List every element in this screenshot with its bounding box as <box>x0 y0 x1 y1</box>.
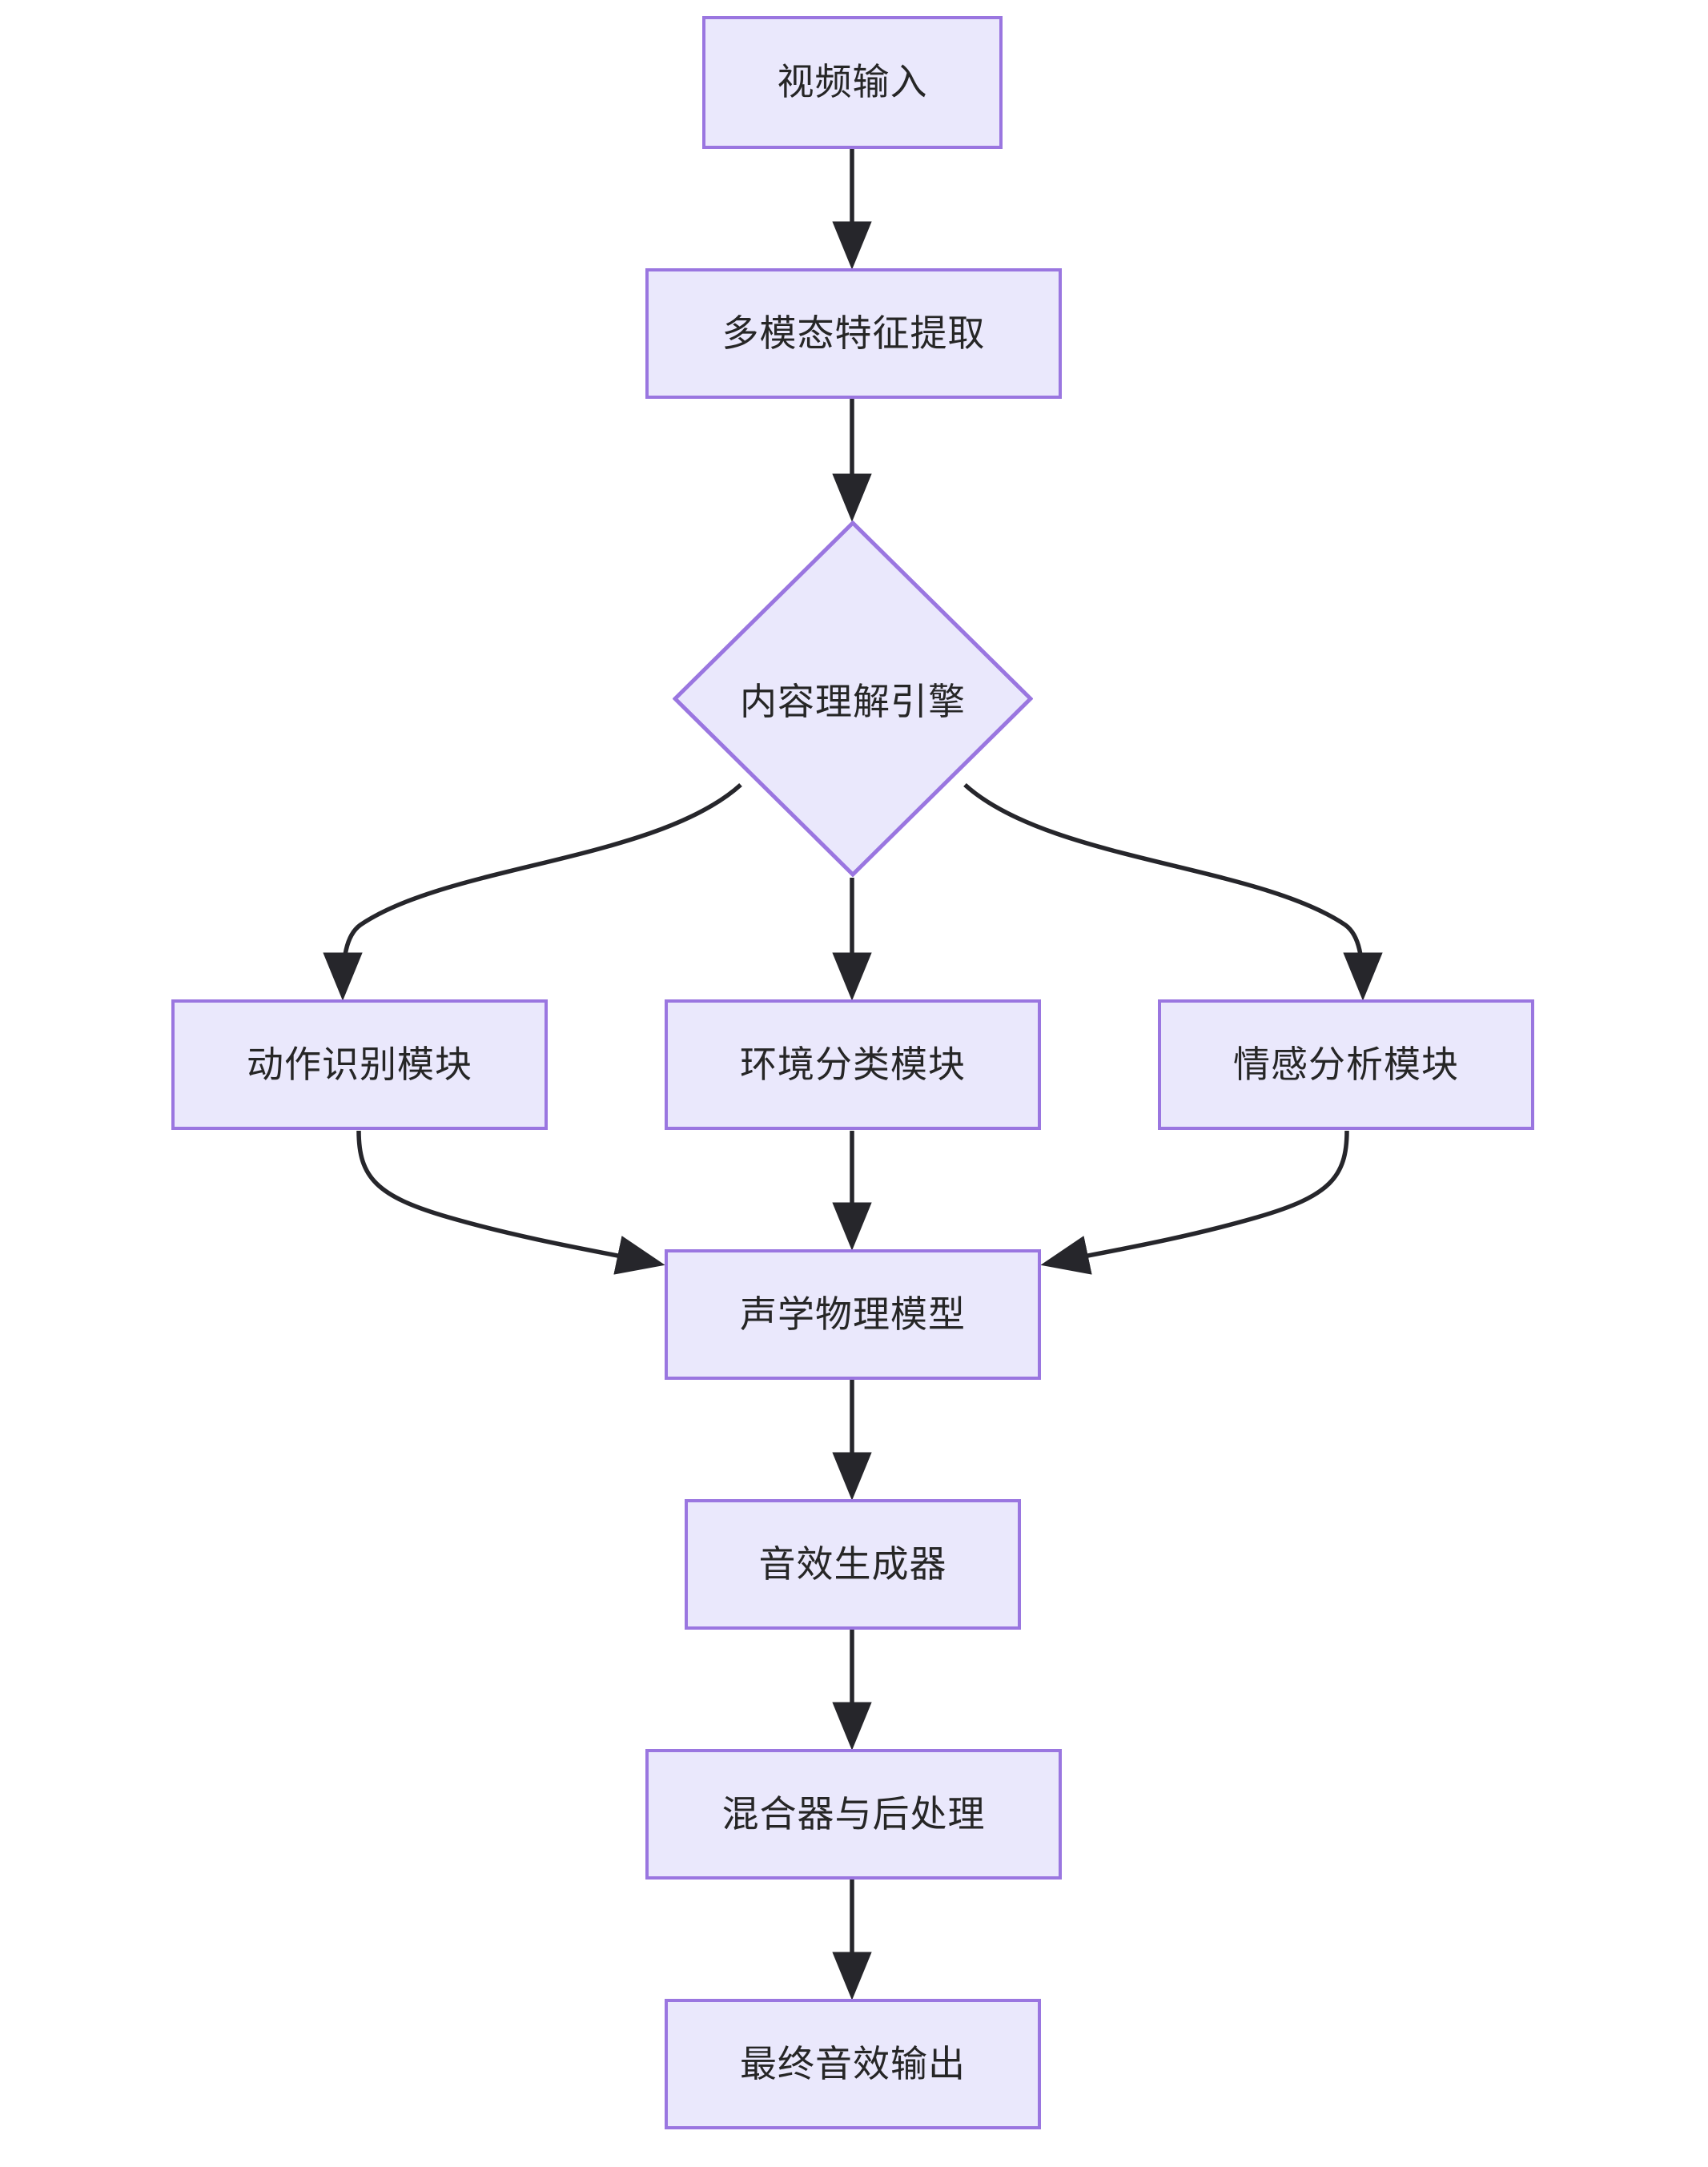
node-label: 视频输入 <box>777 61 928 103</box>
edge-action-module-to-acoustic-model <box>356 1130 665 1275</box>
node-content-engine[interactable]: 内容理解引擎 <box>673 521 1033 877</box>
node-label: 多模态特征提取 <box>721 312 986 354</box>
node-sfx-generator[interactable]: 音效生成器 <box>685 1499 1021 1630</box>
node-action-module[interactable]: 动作识别模块 <box>171 999 548 1130</box>
node-label: 环境分类模块 <box>740 1043 966 1085</box>
node-label: 声学物理模型 <box>740 1293 966 1335</box>
node-label: 音效生成器 <box>758 1542 947 1585</box>
node-label: 情感分析模块 <box>1233 1043 1459 1085</box>
node-feature-extract[interactable]: 多模态特征提取 <box>645 268 1062 399</box>
diamond-shape-icon <box>673 521 1033 877</box>
edge-content-engine-to-action-module <box>323 782 742 1001</box>
node-video-input[interactable]: 视频输入 <box>702 16 1003 149</box>
node-acoustic-model[interactable]: 声学物理模型 <box>665 1249 1041 1380</box>
node-final-output[interactable]: 最终音效输出 <box>665 1999 1041 2129</box>
node-label: 最终音效输出 <box>740 2042 966 2085</box>
node-label: 动作识别模块 <box>247 1043 472 1085</box>
node-scene-module[interactable]: 环境分类模块 <box>665 999 1041 1130</box>
node-label: 内容理解引擎 <box>740 680 966 722</box>
node-mixer-post[interactable]: 混合器与后处理 <box>645 1749 1062 1880</box>
edge-content-engine-to-emotion-module <box>963 782 1383 1001</box>
node-label: 混合器与后处理 <box>721 1792 986 1835</box>
node-emotion-module[interactable]: 情感分析模块 <box>1158 999 1534 1130</box>
edge-emotion-module-to-acoustic-model <box>1040 1130 1349 1275</box>
